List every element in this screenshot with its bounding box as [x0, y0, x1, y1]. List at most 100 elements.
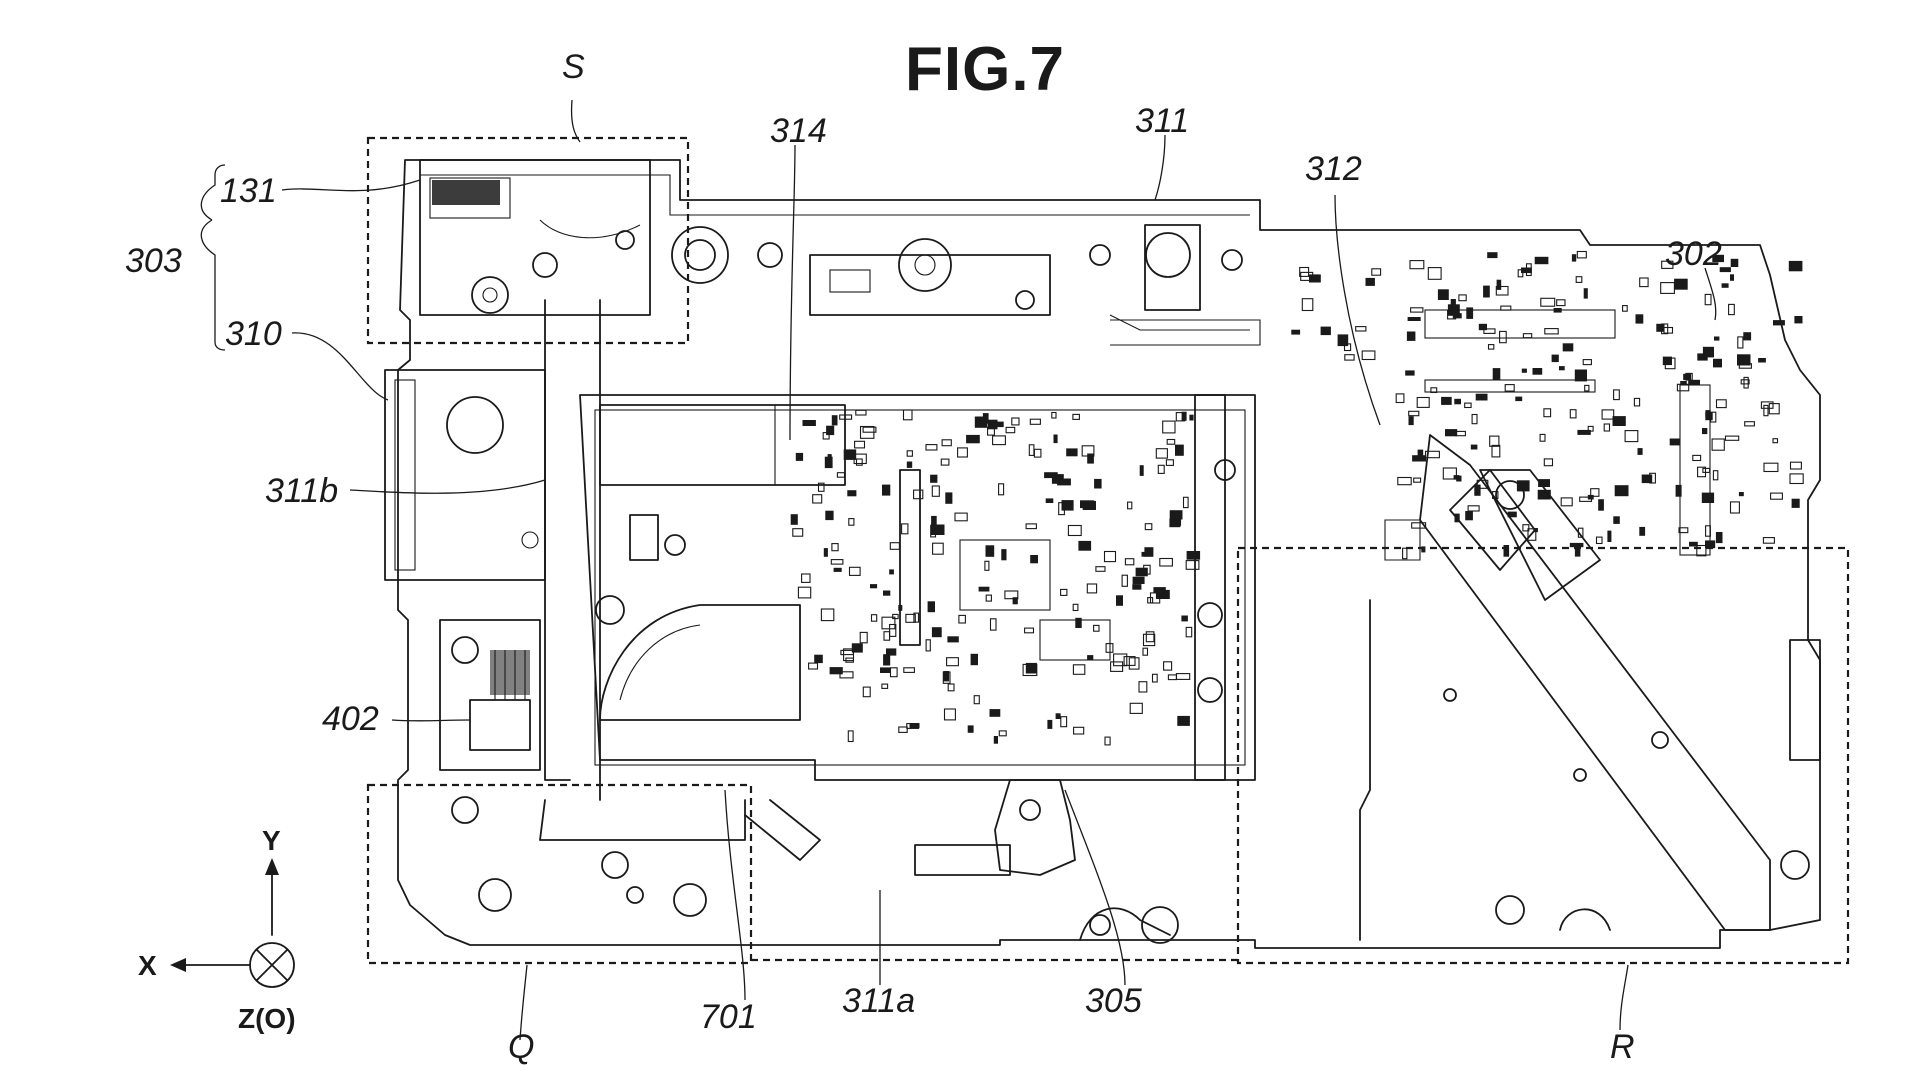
smd-component — [901, 523, 909, 535]
smd-component — [1697, 466, 1707, 478]
smd-component — [1656, 323, 1665, 332]
smd-component — [1132, 584, 1142, 590]
smd-component — [1635, 314, 1644, 324]
smd-component — [1121, 574, 1128, 587]
smd-component — [1758, 358, 1766, 363]
smd-component — [1579, 496, 1593, 502]
smd-component — [1309, 274, 1321, 283]
smd-component — [1760, 401, 1774, 409]
smd-component — [1678, 527, 1689, 534]
smd-component — [1155, 448, 1168, 459]
smd-component — [913, 612, 920, 623]
smd-component — [808, 662, 819, 670]
smd-component — [826, 425, 835, 436]
label-S: S — [562, 48, 585, 86]
smd-component — [1639, 277, 1649, 288]
smd-component — [905, 613, 916, 623]
smd-component — [1730, 274, 1734, 281]
smd-component — [1487, 344, 1495, 350]
smd-component — [1532, 368, 1543, 375]
smd-component — [882, 484, 891, 496]
smd-component — [792, 528, 804, 537]
smd-component — [1004, 590, 1019, 600]
smd-component — [1301, 298, 1314, 312]
smd-component — [985, 594, 992, 602]
smd-component — [1094, 478, 1102, 489]
smd-component — [1662, 356, 1672, 366]
smd-component — [1584, 384, 1590, 392]
ic-package — [1424, 379, 1596, 393]
label-Q: Q — [508, 1028, 534, 1066]
smd-component — [823, 548, 828, 557]
smd-component — [1522, 524, 1530, 532]
smd-component — [1081, 445, 1095, 457]
smd-component — [1464, 402, 1472, 409]
label-R: R — [1610, 1028, 1635, 1066]
label-311b: 311b — [265, 472, 338, 510]
smd-component — [1185, 626, 1193, 638]
smd-component — [1680, 381, 1687, 386]
smd-component — [1072, 603, 1079, 612]
smd-component — [1411, 522, 1427, 529]
smd-component — [1683, 373, 1692, 381]
smd-component — [870, 584, 878, 589]
smd-component — [1151, 673, 1158, 683]
smd-component — [1051, 411, 1057, 419]
smd-component — [1129, 702, 1143, 714]
smd-component — [1153, 587, 1166, 594]
smd-component — [1674, 278, 1688, 290]
smd-component — [848, 566, 861, 576]
smd-component — [1470, 444, 1478, 450]
smd-component — [1445, 429, 1458, 437]
smd-component — [1534, 256, 1549, 265]
smd-component — [1061, 500, 1074, 511]
smd-component — [1737, 354, 1751, 366]
region-s — [366, 136, 690, 345]
smd-component — [966, 434, 980, 444]
smd-component — [1491, 444, 1501, 458]
smd-component — [853, 453, 867, 465]
smd-component — [889, 623, 897, 637]
smd-component — [1371, 268, 1382, 276]
smd-component — [1408, 416, 1414, 426]
smd-component — [998, 483, 1005, 496]
smd-component — [1060, 588, 1068, 596]
region-q — [366, 783, 753, 965]
smd-component — [790, 514, 798, 525]
smd-component — [1613, 389, 1620, 401]
smd-component — [1688, 379, 1700, 386]
smd-component — [906, 461, 913, 468]
smd-component — [833, 567, 842, 572]
smd-component — [1033, 448, 1042, 458]
smd-component — [827, 454, 832, 465]
smd-component — [889, 542, 900, 550]
ic-package — [1679, 384, 1711, 556]
smd-component — [931, 515, 937, 528]
smd-component — [989, 709, 1001, 717]
smd-component — [839, 671, 854, 679]
smd-component — [1397, 476, 1412, 486]
smd-component — [1624, 430, 1639, 443]
smd-component — [1072, 413, 1080, 420]
smd-component — [1087, 453, 1094, 464]
axis-indicator: Y X Z(O) — [138, 825, 296, 1034]
smd-component — [1413, 477, 1422, 483]
smd-component — [1575, 276, 1583, 283]
smd-component — [795, 452, 804, 461]
smd-component — [1598, 499, 1604, 511]
smd-component — [925, 639, 931, 652]
smd-component — [1743, 376, 1749, 389]
axis-y-label: Y — [262, 825, 281, 856]
smd-component — [1562, 343, 1574, 352]
smd-component — [889, 569, 894, 575]
smd-component — [843, 648, 855, 662]
smd-component — [1696, 544, 1707, 557]
smd-component — [1155, 589, 1170, 599]
smd-component — [889, 667, 898, 678]
smd-component — [1110, 661, 1124, 672]
axis-z-label: Z(O) — [238, 1003, 296, 1034]
smd-component — [1789, 473, 1804, 485]
smd-component — [1452, 313, 1462, 319]
smd-component — [855, 409, 867, 416]
smd-component — [1560, 497, 1573, 507]
